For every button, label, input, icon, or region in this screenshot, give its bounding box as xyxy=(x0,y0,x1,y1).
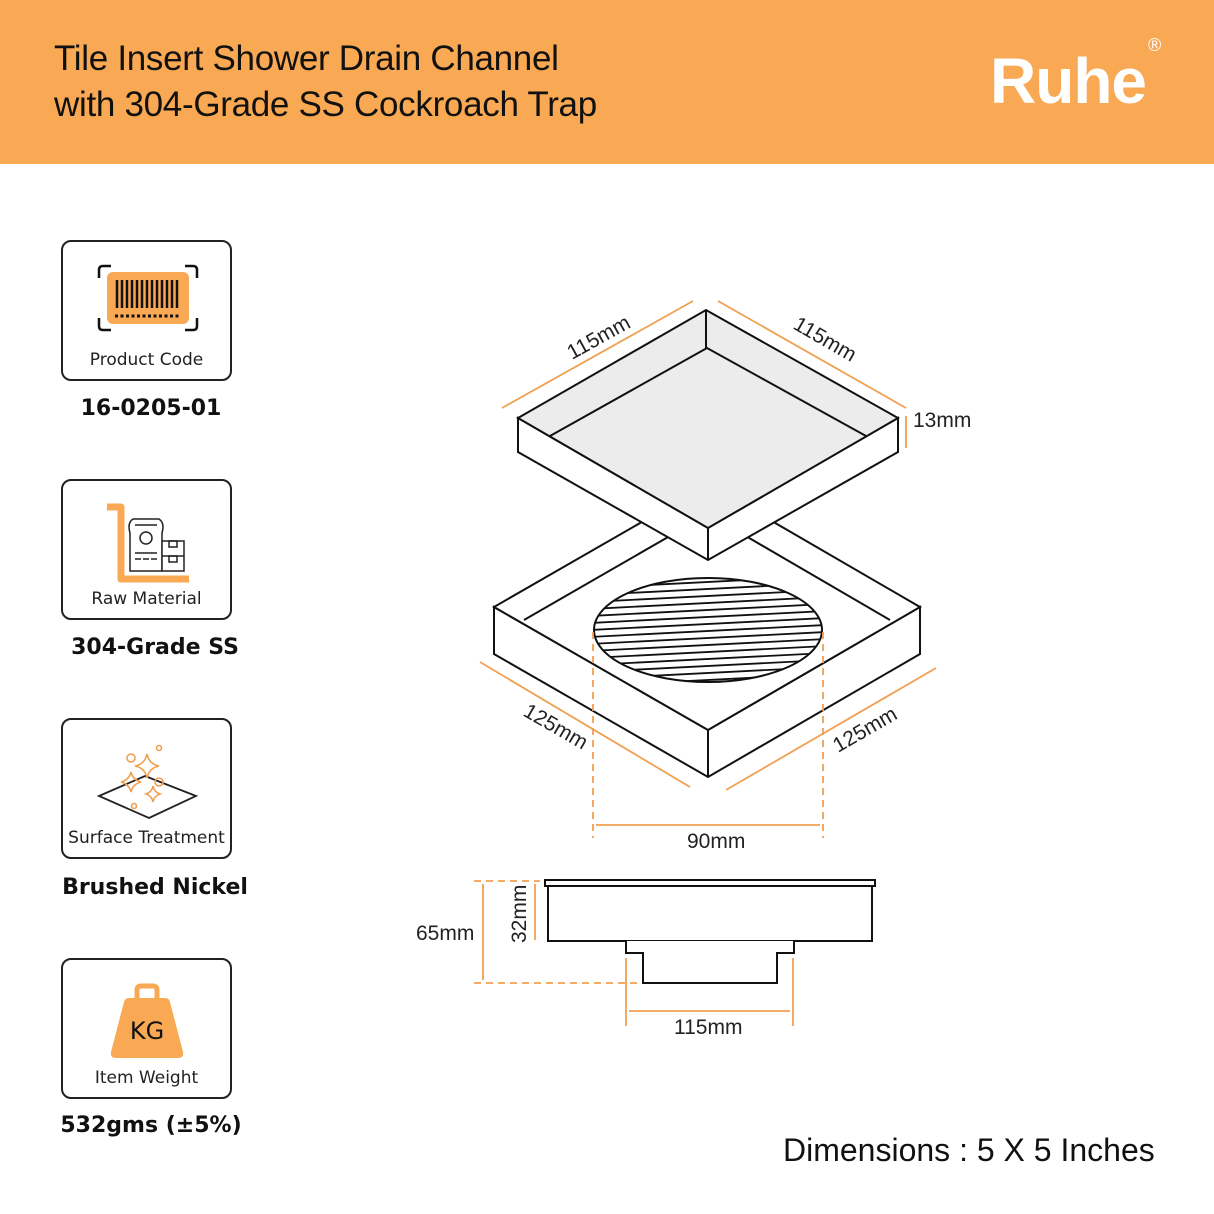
grate-slat xyxy=(594,638,822,652)
brand-name: Ruhe xyxy=(990,45,1147,117)
tile-insert-tray xyxy=(515,308,901,562)
spec-card-surface-treatment: Surface Treatment xyxy=(61,718,232,859)
grate-slat xyxy=(594,652,822,666)
grate-slat xyxy=(594,617,822,631)
spec-label: Raw Material xyxy=(91,589,202,609)
grate-slat xyxy=(594,603,822,617)
dim-base-right: 125mm xyxy=(829,702,901,757)
dimension-lines xyxy=(474,300,937,1026)
spec-card-raw-material: Raw Material xyxy=(61,479,232,620)
grate-slat xyxy=(594,645,822,659)
title-line-2: with 304-Grade SS Cockroach Trap xyxy=(54,85,597,124)
trolley-materials-icon xyxy=(107,503,189,583)
registered-mark: ® xyxy=(1148,34,1161,55)
spec-value-surface-treatment: Brushed Nickel xyxy=(62,875,248,900)
title-line-1: Tile Insert Shower Drain Channel xyxy=(54,39,559,78)
product-title: Tile Insert Shower Drain Channel with 30… xyxy=(54,36,597,128)
side-view xyxy=(544,879,876,984)
spec-label: Surface Treatment xyxy=(68,828,225,848)
dim-grate-diameter: 90mm xyxy=(687,830,745,853)
spec-label: Item Weight xyxy=(94,1068,199,1088)
grate-slat xyxy=(594,596,822,610)
sparkle-surface-icon xyxy=(96,744,199,819)
dim-top-right: 115mm xyxy=(790,312,861,366)
dim-total-height: 65mm xyxy=(416,922,474,945)
weight-icon-text: KG xyxy=(130,1017,164,1045)
dim-top-height: 13mm xyxy=(913,409,971,432)
grate-slat xyxy=(594,631,822,645)
spec-value-product-code: 16-0205-01 xyxy=(80,396,222,421)
dim-body-height: 32mm xyxy=(508,885,531,943)
weight-kg-icon: KG xyxy=(110,983,184,1058)
spec-label: Product Code xyxy=(89,350,204,370)
spec-card-product-code: Product Code xyxy=(61,240,232,381)
dim-trap-width: 115mm xyxy=(674,1016,742,1039)
brand-logo: Ruhe® xyxy=(990,35,1161,118)
dimensions-summary: Dimensions : 5 X 5 Inches xyxy=(783,1132,1155,1168)
spec-value-item-weight: 532gms (±5%) xyxy=(60,1113,242,1138)
grate-slat xyxy=(594,610,822,624)
header-banner: Tile Insert Shower Drain Channel with 30… xyxy=(0,0,1214,164)
barcode-icon xyxy=(97,264,199,332)
spec-value-raw-material: 304-Grade SS xyxy=(71,635,239,660)
spec-card-item-weight: KG Item Weight xyxy=(61,958,232,1099)
grate-slat xyxy=(594,624,822,638)
